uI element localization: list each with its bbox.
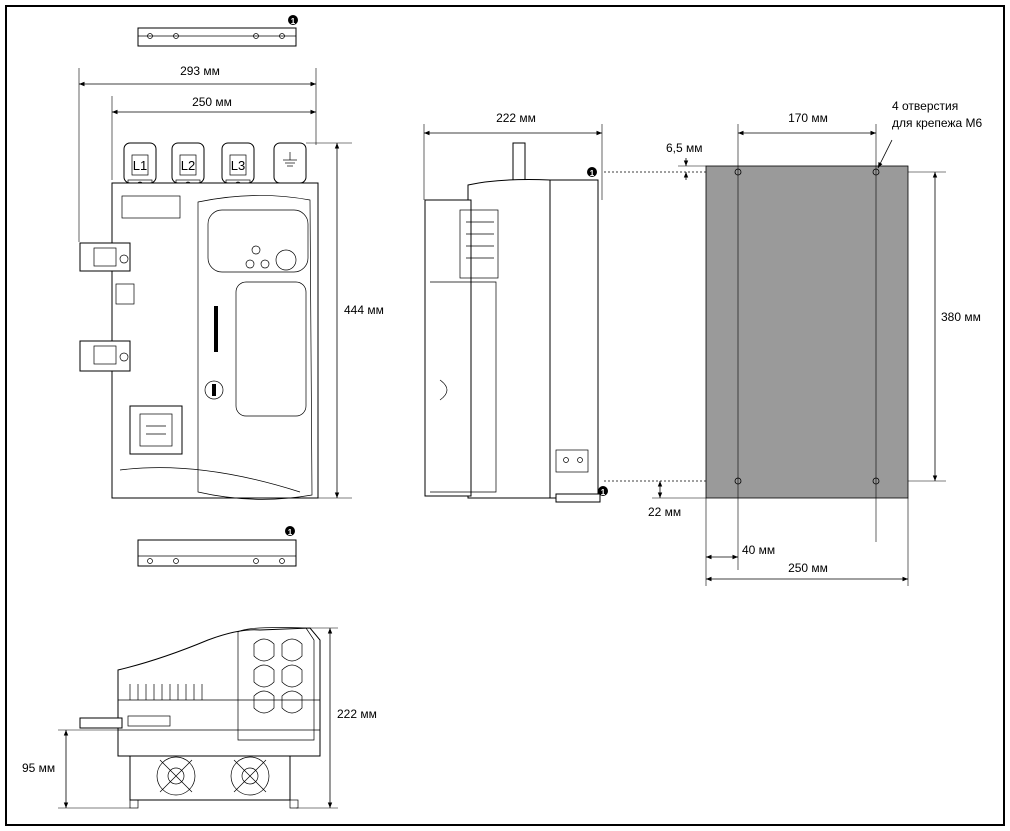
callout-marker — [288, 15, 298, 25]
drive-body-front — [79, 182, 319, 500]
cable-gland-openings — [253, 638, 303, 714]
dim-label-front-width-inner: 250 мм — [192, 95, 232, 109]
dim-label-edge-offset: 6,5 мм — [666, 141, 703, 155]
mount-holes-note-line1: 4 отверстия — [892, 99, 958, 113]
callout-marker — [285, 526, 295, 536]
mount-plate — [705, 165, 909, 499]
side-view: 222 мм 1 1 — [423, 111, 608, 503]
front-view: 1 293 мм 250 мм L1 L2 — [78, 15, 384, 567]
dim-label-bottom-depth: 222 мм — [337, 707, 377, 721]
vent-slots — [129, 684, 203, 700]
bottom-mounting-bracket: 1 — [137, 526, 297, 567]
cooling-fan — [156, 756, 196, 796]
mount-hole — [872, 477, 880, 485]
callout-number: 1 — [291, 17, 296, 26]
svg-text:L1: L1 — [133, 158, 147, 173]
callout-marker — [598, 486, 608, 496]
svg-text:1: 1 — [288, 528, 293, 537]
ground-terminal — [273, 142, 307, 192]
dim-label-side-depth: 222 мм — [496, 111, 536, 125]
top-mounting-bracket: 1 — [137, 15, 298, 47]
mounting-template: 170 мм 4 отверстия для крепежа М6 6,5 мм… — [604, 99, 983, 586]
dim-label-plate-width: 250 мм — [788, 561, 828, 575]
mount-hole — [872, 168, 880, 176]
svg-text:1: 1 — [601, 488, 606, 497]
dim-label-hole-inset-x: 40 мм — [742, 543, 775, 557]
mount-holes-leader — [877, 139, 893, 169]
mount-hole — [734, 477, 742, 485]
svg-text:L3: L3 — [231, 158, 245, 173]
mount-hole — [734, 168, 742, 176]
dim-label-hole-spacing-y: 380 мм — [941, 310, 981, 324]
svg-text:L2: L2 — [181, 158, 195, 173]
dim-label-front-width-total: 293 мм — [180, 64, 220, 78]
dim-label-bottom-offset: 22 мм — [648, 505, 681, 519]
dim-label-hole-spacing-x: 170 мм — [788, 111, 828, 125]
cooling-fan — [230, 756, 270, 796]
svg-text:1: 1 — [590, 169, 595, 178]
dim-label-bottom-height: 95 мм — [22, 761, 55, 775]
callout-marker — [587, 167, 597, 177]
drawing-frame — [5, 5, 1005, 826]
bottom-view: 222 мм 95 мм — [22, 627, 377, 809]
dim-label-height: 444 мм — [344, 303, 384, 317]
mount-holes-note-line2: для крепежа М6 — [892, 116, 983, 130]
